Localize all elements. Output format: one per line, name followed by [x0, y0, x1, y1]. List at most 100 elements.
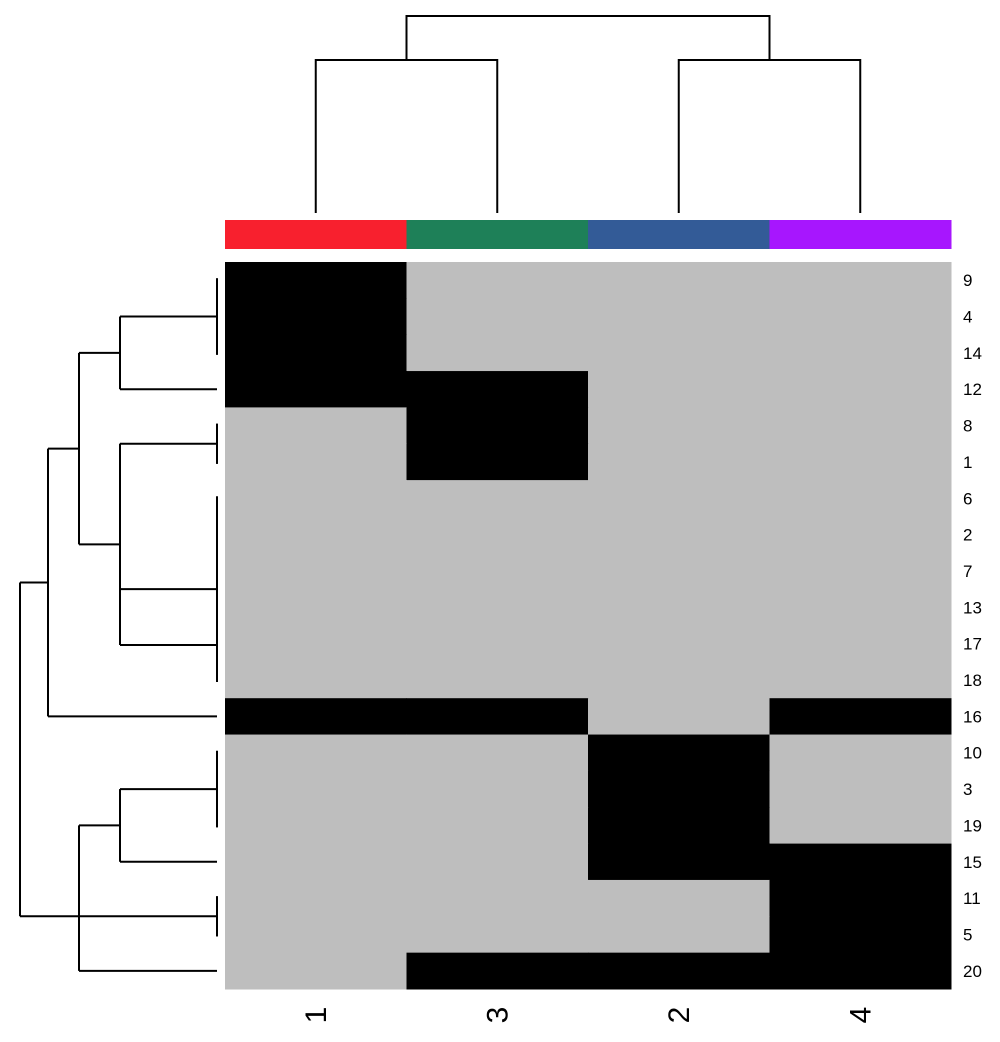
row-label: 10	[963, 744, 982, 763]
heatmap-cell	[406, 552, 589, 590]
heatmap-cell	[225, 407, 407, 445]
row-label: 13	[963, 598, 982, 617]
heatmap-cell	[406, 443, 589, 481]
heatmap-cell	[769, 952, 952, 990]
heatmap-cell	[406, 625, 589, 663]
heatmap-cell	[225, 334, 407, 372]
heatmap-cell	[769, 625, 952, 663]
heatmap-cell	[588, 952, 770, 990]
heatmap-cell	[406, 916, 589, 954]
row-label: 12	[963, 380, 982, 399]
heatmap-cell	[769, 516, 952, 554]
heatmap-cell	[225, 625, 407, 663]
heatmap-cell	[406, 807, 589, 845]
heatmap-cell	[769, 407, 952, 445]
heatmap-cell	[769, 916, 952, 954]
heatmap-cell	[225, 371, 407, 408]
heatmap-cell	[406, 770, 589, 808]
heatmap-cell	[225, 952, 407, 990]
heatmap-cell	[225, 916, 407, 954]
heatmap-cell	[588, 661, 770, 699]
heatmap-cell	[769, 298, 952, 336]
row-label: 11	[963, 889, 981, 908]
row-label: 15	[963, 853, 982, 872]
heatmap-cell	[769, 661, 952, 699]
row-label: 9	[963, 271, 972, 290]
heatmap-cell	[588, 734, 770, 772]
heatmap-cell	[225, 843, 407, 881]
heatmap-cell	[588, 770, 770, 808]
heatmap-cell	[588, 807, 770, 845]
heatmap-cell	[588, 698, 770, 736]
row-label: 7	[963, 562, 972, 581]
heatmap-cell	[225, 734, 407, 772]
heatmap-cell	[769, 589, 952, 626]
heatmap-cell	[588, 443, 770, 481]
heatmap-cell	[588, 298, 770, 336]
heatmap-cell	[406, 334, 589, 372]
row-label: 6	[963, 489, 972, 508]
column-label: 2	[663, 1007, 696, 1024]
heatmap-cell	[769, 443, 952, 481]
heatmap-cell	[588, 480, 770, 517]
column-label: 1	[300, 1007, 333, 1024]
heatmap-cell	[588, 625, 770, 663]
heatmap-cell	[769, 371, 952, 408]
row-label: 4	[963, 308, 972, 327]
heatmap-cell	[406, 589, 589, 626]
heatmap-cell	[225, 480, 407, 517]
heatmap-cell	[406, 516, 589, 554]
heatmap-cell	[769, 262, 952, 299]
column-color-bar	[225, 220, 952, 249]
heatmap-cell	[588, 589, 770, 626]
row-label: 17	[963, 635, 982, 654]
row-label: 18	[963, 671, 982, 690]
row-label: 14	[963, 344, 982, 363]
heatmap-cell	[588, 371, 770, 408]
heatmap-cell	[769, 843, 952, 881]
heatmap-cell	[769, 807, 952, 845]
heatmap-cell	[225, 262, 407, 299]
column-label: 3	[481, 1007, 514, 1024]
heatmap-cell	[588, 334, 770, 372]
heatmap-cell	[406, 480, 589, 517]
row-dendrogram	[19, 278, 218, 972]
heatmap-cell	[588, 552, 770, 590]
heatmap-cell	[769, 480, 952, 517]
heatmap-cell	[588, 843, 770, 881]
heatmap-cell	[406, 698, 589, 736]
heatmap-cell	[769, 770, 952, 808]
heatmap-cell	[225, 770, 407, 808]
heatmap-cell	[225, 552, 407, 590]
heatmap-cell	[769, 334, 952, 372]
row-label: 8	[963, 417, 972, 436]
heatmap-cell	[588, 916, 770, 954]
row-label: 16	[963, 707, 982, 726]
column-annotation-swatch	[769, 220, 952, 249]
heatmap-cell	[588, 516, 770, 554]
row-label: 2	[963, 526, 972, 545]
heatmap-cell	[406, 262, 589, 299]
heatmap-cell	[406, 879, 589, 917]
heatmap-cell	[225, 298, 407, 336]
heatmap-cell	[588, 879, 770, 917]
heatmap-cell	[225, 807, 407, 845]
heatmap-cell	[225, 516, 407, 554]
heatmap-cell	[406, 843, 589, 881]
row-label: 5	[963, 925, 972, 944]
heatmap-cell	[225, 879, 407, 917]
heatmap-cell	[225, 661, 407, 699]
heatmap-cell	[769, 698, 952, 736]
heatmap-cell	[406, 407, 589, 445]
row-label: 20	[963, 962, 982, 981]
heatmap-cell	[406, 952, 589, 990]
column-labels: 1 3 2 4	[300, 1007, 878, 1024]
heatmap-cell	[225, 443, 407, 481]
heatmap-cell	[588, 262, 770, 299]
heatmap-cell	[406, 661, 589, 699]
column-label: 4	[844, 1007, 877, 1024]
heatmap-cell	[406, 734, 589, 772]
heatmap-cell	[225, 589, 407, 626]
row-label: 3	[963, 780, 972, 799]
